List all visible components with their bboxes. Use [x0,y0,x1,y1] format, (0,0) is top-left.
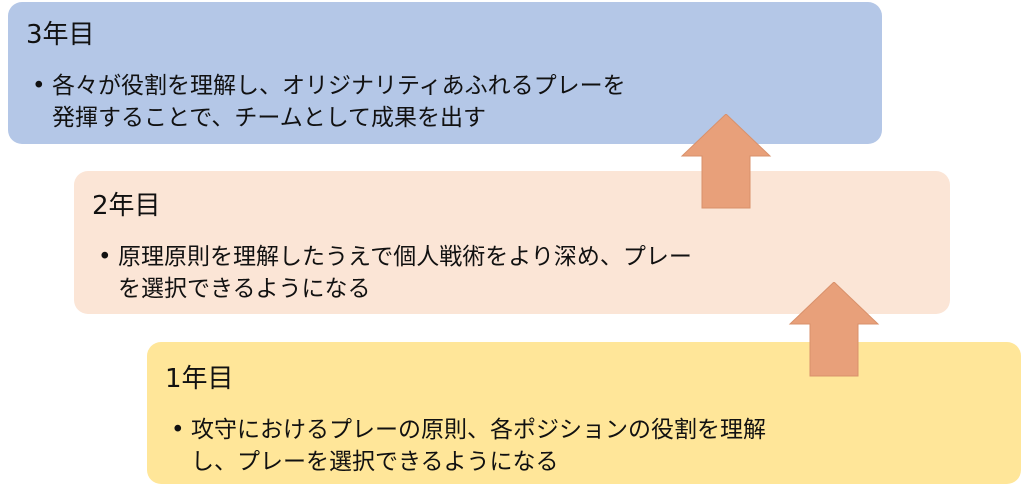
level-2-box: 2年目 原理原則を理解したうえで個人戦術をより深め、プレー を選択できるようにな… [74,171,950,314]
level-3-box: 3年目 各々が役割を理解し、オリジナリティあふれるプレーを 発揮することで、チー… [8,2,882,144]
level-3-line-1: 各々が役割を理解し、オリジナリティあふれるプレーを [52,73,626,99]
up-arrow-icon-2-to-3 [680,114,772,209]
level-2-line-2: を選択できるようになる [118,276,371,302]
level-2-bullet: 原理原則を理解したうえで個人戦術をより深め、プレー を選択できるようになる [92,241,932,305]
level-1-title: 1年目 [165,364,234,394]
level-2-line-1: 原理原則を理解したうえで個人戦術をより深め、プレー [118,244,692,270]
level-1-line-1: 攻守におけるプレーの原則、各ポジションの役割を理解 [191,417,766,443]
level-1-line-2: し、プレーを選択できるようになる [191,449,559,475]
level-3-line-2: 発揮することで、チームとして成果を出す [52,105,487,131]
up-arrow-icon-1-to-2 [788,282,880,377]
level-1-bullet: 攻守におけるプレーの原則、各ポジションの役割を理解 し、プレーを選択できるように… [165,414,1003,478]
level-3-title: 3年目 [26,20,95,50]
level-2-title: 2年目 [92,191,161,221]
up-arrow-shape [788,282,880,377]
level-3-bullet: 各々が役割を理解し、オリジナリティあふれるプレーを 発揮することで、チームとして… [26,70,864,134]
level-1-box: 1年目 攻守におけるプレーの原則、各ポジションの役割を理解 し、プレーを選択でき… [147,342,1021,484]
up-arrow-shape [680,114,772,209]
